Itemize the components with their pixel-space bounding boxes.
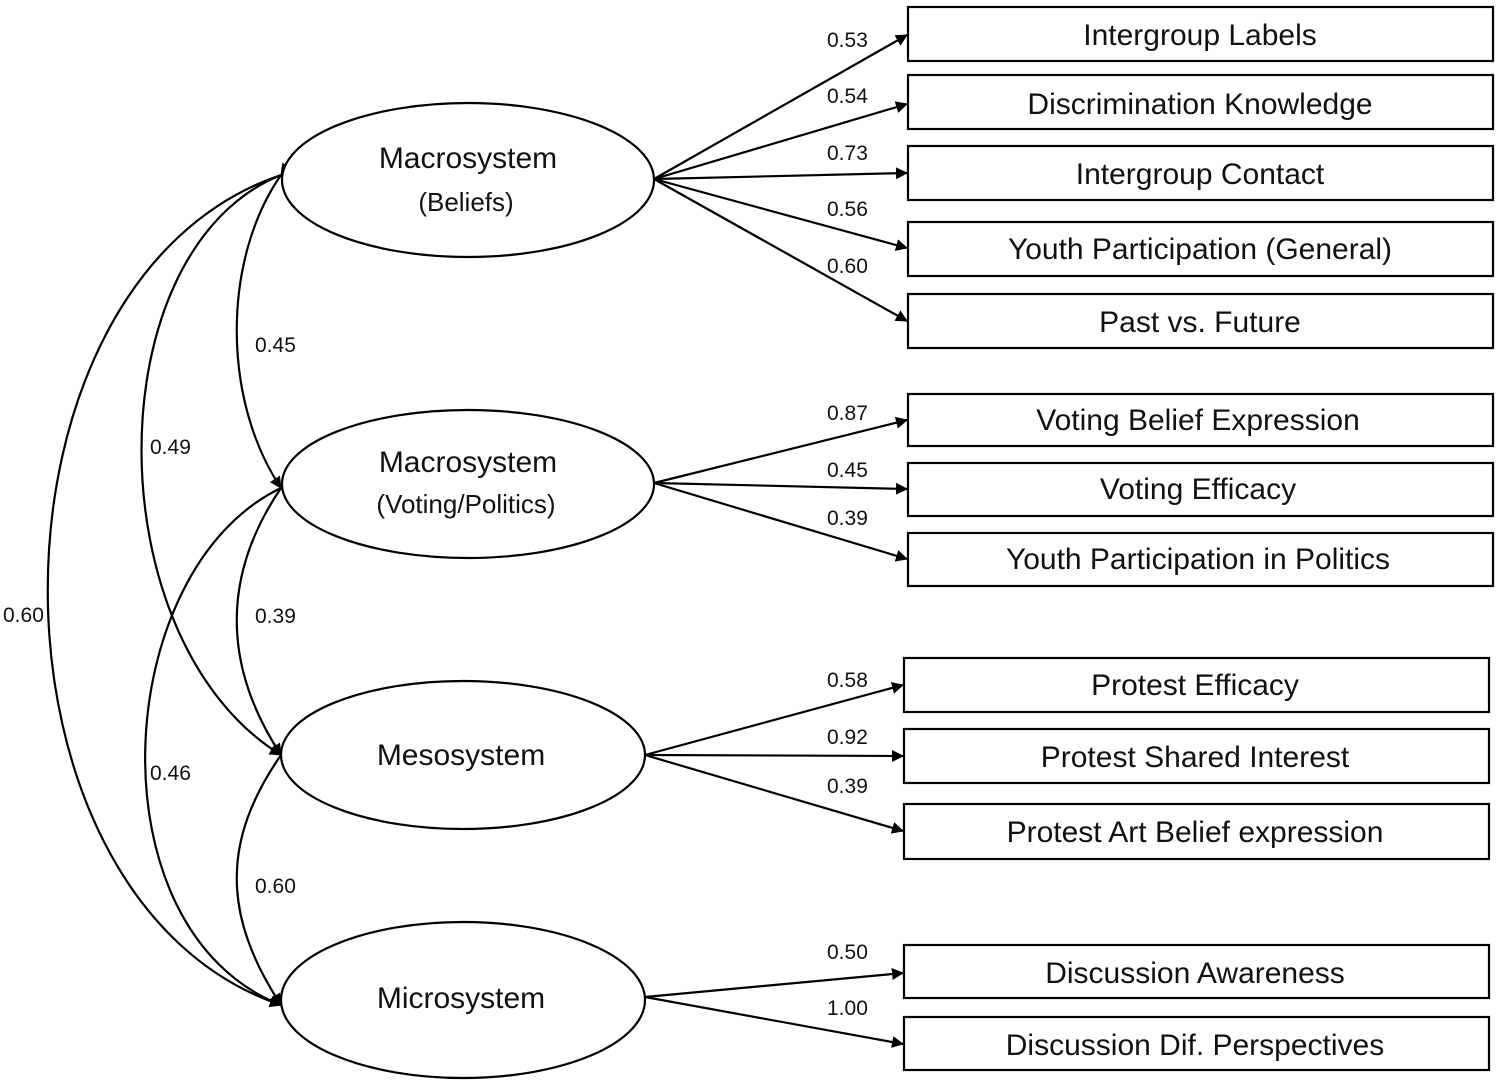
indicator-protest-efficacy: Protest Efficacy bbox=[902, 656, 1491, 714]
indicator-box bbox=[902, 943, 1491, 1000]
indicator-label: Voting Belief Expression bbox=[1036, 404, 1360, 437]
indicator-box bbox=[906, 144, 1495, 202]
indicator-discussion-perspectives: Discussion Dif. Perspectives bbox=[902, 1015, 1491, 1072]
indicator-box bbox=[906, 461, 1495, 518]
loading-arrow-past-vs-future bbox=[653, 178, 908, 322]
indicator-label: Past vs. Future bbox=[1099, 306, 1301, 339]
loading-arrow-protest-efficacy bbox=[644, 682, 904, 757]
factor-ellipse bbox=[280, 101, 656, 259]
loading-label: 0.45 bbox=[827, 459, 868, 482]
indicator-box bbox=[902, 656, 1491, 714]
correlation-curve-voting-meso bbox=[235, 475, 293, 756]
factor-ellipse bbox=[279, 679, 647, 831]
indicator-youth-participation-politics: Youth Participation in Politics bbox=[906, 531, 1495, 588]
indicator-box bbox=[906, 5, 1495, 63]
loading-label: 0.50 bbox=[827, 941, 868, 964]
indicator-label: Youth Participation (General) bbox=[1008, 233, 1392, 266]
loading-label: 0.58 bbox=[827, 669, 868, 692]
loading-label: 0.39 bbox=[827, 775, 868, 798]
factor-title: Mesosystem bbox=[377, 739, 545, 772]
correlation-label-voting-meso: 0.39 bbox=[255, 605, 296, 628]
loading-arrow-intergroup-labels bbox=[653, 34, 908, 180]
loading-label: 0.87 bbox=[827, 402, 868, 425]
factor-subtitle: (Beliefs) bbox=[418, 187, 513, 217]
correlation-labels: 0.45 0.49 0.60 0.39 0.46 0.60 bbox=[3, 334, 296, 898]
loading-labels: 0.53 0.54 0.73 0.56 0.60 0.87 0.45 0.39 … bbox=[827, 29, 868, 1020]
indicator-box bbox=[902, 1015, 1491, 1072]
correlation-curve-beliefs-voting bbox=[235, 162, 293, 489]
indicator-label: Discussion Dif. Perspectives bbox=[1006, 1029, 1384, 1062]
correlation-label-meso-micro: 0.60 bbox=[255, 875, 296, 898]
indicator-box bbox=[902, 802, 1491, 861]
indicator-past-vs-future: Past vs. Future bbox=[906, 292, 1495, 350]
indicator-box bbox=[906, 392, 1495, 448]
indicator-protest-shared-interest: Protest Shared Interest bbox=[902, 727, 1491, 785]
loading-label: 0.53 bbox=[827, 29, 868, 52]
indicator-label: Protest Art Belief expression bbox=[1007, 816, 1384, 849]
factor-title: Macrosystem bbox=[379, 446, 557, 479]
indicator-boxes: Intergroup Labels Discrimination Knowled… bbox=[902, 5, 1495, 1072]
loading-arrow-protest-shared-interest bbox=[644, 749, 904, 762]
indicator-intergroup-contact: Intergroup Contact bbox=[906, 144, 1495, 202]
indicator-label: Intergroup Contact bbox=[1076, 158, 1325, 191]
factor-subtitle: (Voting/Politics) bbox=[376, 489, 555, 519]
factor-meso: Mesosystem bbox=[279, 679, 647, 831]
indicator-box bbox=[906, 73, 1495, 131]
correlation-paths bbox=[46, 162, 294, 1008]
factor-ellipse bbox=[280, 408, 656, 560]
correlation-curve-beliefs-micro bbox=[46, 165, 294, 1008]
loading-arrow-intergroup-contact bbox=[653, 167, 908, 181]
indicator-voting-efficacy: Voting Efficacy bbox=[906, 461, 1495, 518]
indicator-discussion-awareness: Discussion Awareness bbox=[902, 943, 1491, 1000]
loading-arrow-discussion-perspectives bbox=[644, 995, 904, 1048]
factor-beliefs: Macrosystem (Beliefs) bbox=[280, 101, 656, 259]
correlation-curve-voting-micro bbox=[144, 477, 294, 1007]
indicator-label: Voting Efficacy bbox=[1100, 473, 1296, 506]
loading-arrow-youth-participation-politics bbox=[653, 481, 908, 562]
indicator-box bbox=[906, 531, 1495, 588]
loading-arrow-protest-art-belief bbox=[644, 753, 904, 834]
indicator-label: Protest Efficacy bbox=[1091, 669, 1299, 702]
loading-paths bbox=[644, 34, 908, 1048]
correlation-curve-meso-micro bbox=[235, 742, 293, 1006]
factor-voting: Macrosystem (Voting/Politics) bbox=[280, 408, 656, 560]
correlation-label-voting-micro: 0.46 bbox=[150, 762, 191, 785]
indicator-label: Youth Participation in Politics bbox=[1006, 543, 1390, 576]
indicator-box bbox=[906, 292, 1495, 350]
loading-label: 0.92 bbox=[827, 726, 868, 749]
indicator-youth-participation-general: Youth Participation (General) bbox=[906, 220, 1495, 278]
indicator-label: Discrimination Knowledge bbox=[1027, 88, 1372, 121]
loading-arrow-discrimination-knowledge bbox=[653, 101, 908, 181]
factor-title: Microsystem bbox=[377, 982, 545, 1015]
indicator-label: Discussion Awareness bbox=[1045, 957, 1345, 990]
correlation-label-beliefs-meso: 0.49 bbox=[150, 436, 191, 459]
correlation-label-beliefs-micro: 0.60 bbox=[3, 604, 44, 627]
loading-arrow-voting-efficacy bbox=[653, 481, 908, 495]
loading-label: 0.60 bbox=[827, 255, 868, 278]
indicator-box bbox=[902, 727, 1491, 785]
indicator-box bbox=[906, 220, 1495, 278]
correlation-curve-beliefs-meso bbox=[140, 165, 294, 756]
loading-label: 1.00 bbox=[827, 997, 868, 1020]
loading-label: 0.39 bbox=[827, 507, 868, 530]
loading-label: 0.56 bbox=[827, 198, 868, 221]
indicator-discrimination-knowledge: Discrimination Knowledge bbox=[906, 73, 1495, 131]
indicator-voting-belief-expression: Voting Belief Expression bbox=[906, 392, 1495, 448]
factor-ellipse bbox=[279, 920, 647, 1080]
correlation-label-beliefs-voting: 0.45 bbox=[255, 334, 296, 357]
indicator-intergroup-labels: Intergroup Labels bbox=[906, 5, 1495, 63]
loading-arrow-voting-belief-expression bbox=[653, 416, 908, 485]
indicator-label: Protest Shared Interest bbox=[1041, 741, 1350, 774]
loading-label: 0.73 bbox=[827, 142, 868, 165]
loading-arrow-discussion-awareness bbox=[644, 968, 904, 999]
factor-title: Macrosystem bbox=[379, 142, 557, 175]
loading-arrow-youth-participation-general bbox=[653, 177, 908, 251]
factor-micro: Microsystem bbox=[279, 920, 647, 1080]
loading-label: 0.54 bbox=[827, 85, 868, 108]
indicator-protest-art-belief: Protest Art Belief expression bbox=[902, 802, 1491, 861]
indicator-label: Intergroup Labels bbox=[1083, 19, 1317, 52]
